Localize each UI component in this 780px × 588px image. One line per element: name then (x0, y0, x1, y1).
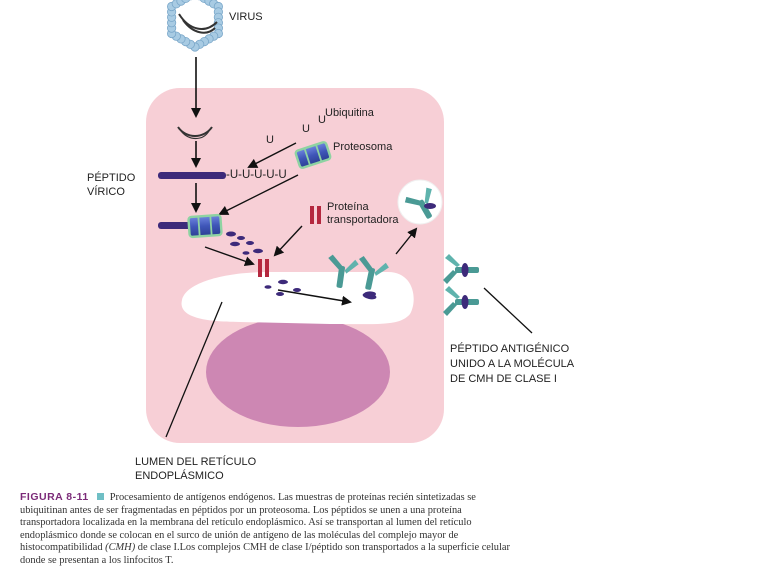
proteina-transportadora-label-2: transportadora (327, 214, 399, 226)
arrow-icon (247, 142, 297, 168)
u-mark: U (266, 134, 274, 146)
caption-line-5: histocompatibilidad (CMH) de clase I.Los… (20, 542, 765, 555)
proteina-transportadora-label-1: Proteína (327, 201, 369, 213)
capsid-bead (181, 0, 190, 3)
proteosoma-label: Proteosoma (333, 141, 393, 153)
figure-label: FIGURA 8-11 (20, 491, 89, 503)
u-mark: U (302, 123, 310, 135)
ubiquitin-chain-label: -U-U-U-U-U (226, 169, 287, 181)
caption-text-5b: de clase I.Los complejos CMH de clase I/… (135, 542, 510, 554)
caption-line: FIGURA 8-11 Procesamiento de antígenos en… (20, 491, 765, 505)
leader-line (483, 287, 533, 334)
arrow-icon (218, 174, 299, 215)
arrow-icon (277, 289, 352, 306)
peptide-fragments (226, 231, 263, 255)
ubiquitina-label: Ubiquitina (325, 107, 374, 119)
caption-square-icon (96, 493, 104, 500)
proteasome-with-peptide (158, 213, 223, 239)
lumen-label-2: ENDOPLÁSMICO (135, 470, 224, 482)
peptido-antigenico-label-3: DE CMH DE CLASE I (450, 373, 557, 385)
caption-text-2: ubiquitinan antes de ser fragmentadas en… (20, 504, 462, 516)
caption-text-1: Procesamiento de antígenos endógenos. La… (109, 492, 476, 503)
virus-label: VIRUS (229, 11, 263, 23)
er-transporter (258, 259, 269, 277)
caption-text-4: endoplásmico donde se colocan en el surc… (20, 529, 459, 541)
arrow-icon (273, 225, 303, 257)
peptido-virico-label-1: PÉPTIDO (87, 172, 136, 184)
caption-text-5a: histocompatibilidad (20, 542, 106, 554)
viral-protein-bar (158, 172, 226, 179)
mhc-molecule-icon (328, 254, 389, 300)
er-lumen (181, 272, 414, 325)
peptido-antigenico-label-1: PÉPTIDO ANTIGÉNICO (450, 343, 570, 355)
transporter-icon (310, 206, 321, 224)
virus-icon (167, 0, 223, 52)
proteasome-icon (294, 141, 332, 169)
figure-caption: FIGURA 8-11 Procesamiento de antígenos en… (20, 491, 765, 568)
caption-text-5-italic: (CMH) (105, 542, 136, 554)
arrow-icon (395, 227, 418, 255)
caption-text-6: donde se presentan a los linfocitos T. (20, 554, 174, 566)
lumen-label-1: LUMEN DEL RETÍCULO (135, 456, 257, 468)
lumen-peptides (264, 279, 301, 296)
nucleus (206, 317, 390, 427)
surface-mhc (443, 254, 479, 316)
peptido-antigenico-label-2: UNIDO A LA MOLÉCULA (450, 358, 575, 370)
arrow-icon (204, 246, 255, 267)
leader-line (165, 301, 223, 438)
transport-vesicle (397, 179, 443, 225)
u-mark: U (318, 114, 326, 126)
rna-fragment (177, 126, 213, 137)
peptido-virico-label-2: VÍRICO (87, 186, 125, 198)
caption-text-3: transportadora localizada en la membrana… (20, 517, 472, 529)
